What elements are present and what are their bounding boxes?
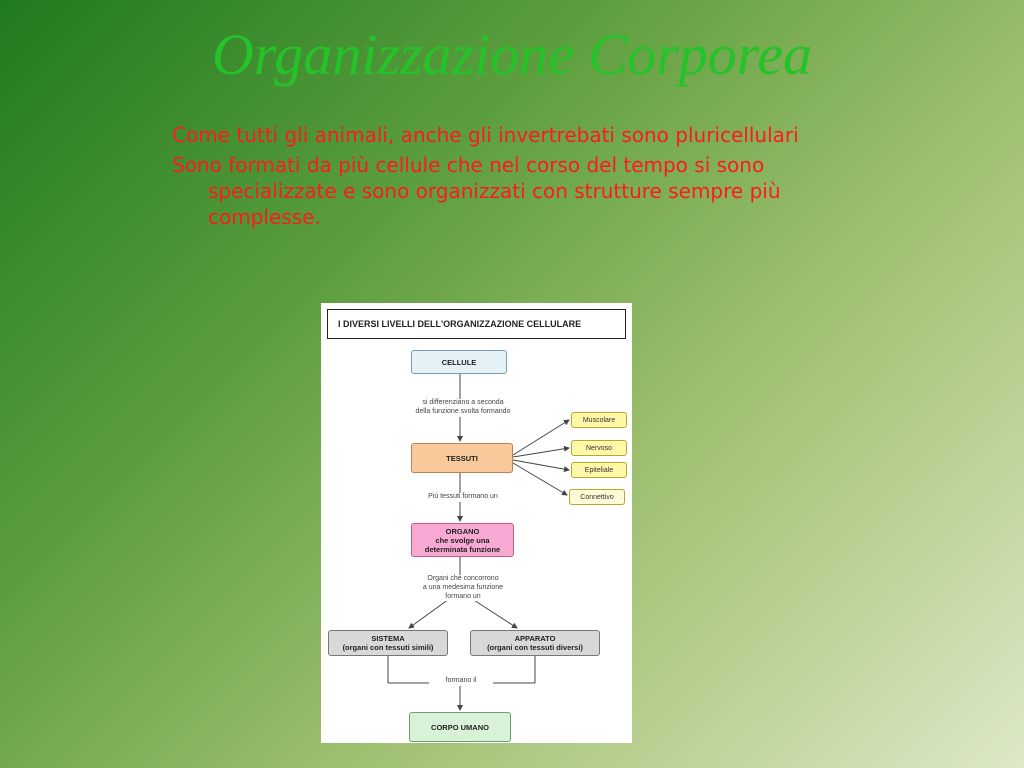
arrow-tessuti-epiteliale: [512, 459, 570, 473]
edge-label-sistemi-corpo: formano il: [429, 677, 493, 686]
edge-label-tessuti-organo: Più tessuti formano un: [399, 493, 527, 502]
organization-diagram: I DIVERSI LIVELLI DELL'ORGANIZZAZIONE CE…: [321, 303, 632, 743]
arrow-tessuti-nervoso: [512, 445, 570, 458]
bullet-list: Come tutti gli animali, anche gli invert…: [172, 122, 862, 234]
tissue-connettivo: Connettivo: [569, 489, 625, 505]
tissue-nervoso: Nervoso: [571, 440, 627, 456]
tissue-muscolare: Muscolare: [571, 412, 627, 428]
diagram-title: I DIVERSI LIVELLI DELL'ORGANIZZAZIONE CE…: [327, 309, 626, 339]
tissue-epiteliale: Epiteliale: [571, 462, 627, 478]
node-organo: ORGANO che svolge una determinata funzio…: [411, 523, 514, 557]
slide-title: Organizzazione Corporea: [212, 22, 812, 87]
bullet-item: Come tutti gli animali, anche gli invert…: [172, 123, 799, 147]
arrow-tessuti-connettivo: [512, 462, 568, 496]
node-corpo-umano: CORPO UMANO: [409, 712, 511, 742]
node-sistema: SISTEMA (organi con tessuti simili): [328, 630, 448, 656]
node-cellule: CELLULE: [411, 350, 507, 374]
node-tessuti: TESSUTI: [411, 443, 513, 473]
edge-label-organo-sistemi: Organi che concorrono a una medesima fun…: [401, 575, 525, 602]
arrow-tessuti-muscolare: [512, 419, 570, 456]
edge-label-cellule-tessuti: si differenziano a seconda della funzion…: [391, 399, 535, 417]
bullet-item: Sono formati da più cellule che nel cors…: [172, 153, 781, 229]
node-apparato: APPARATO (organi con tessuti diversi): [470, 630, 600, 656]
